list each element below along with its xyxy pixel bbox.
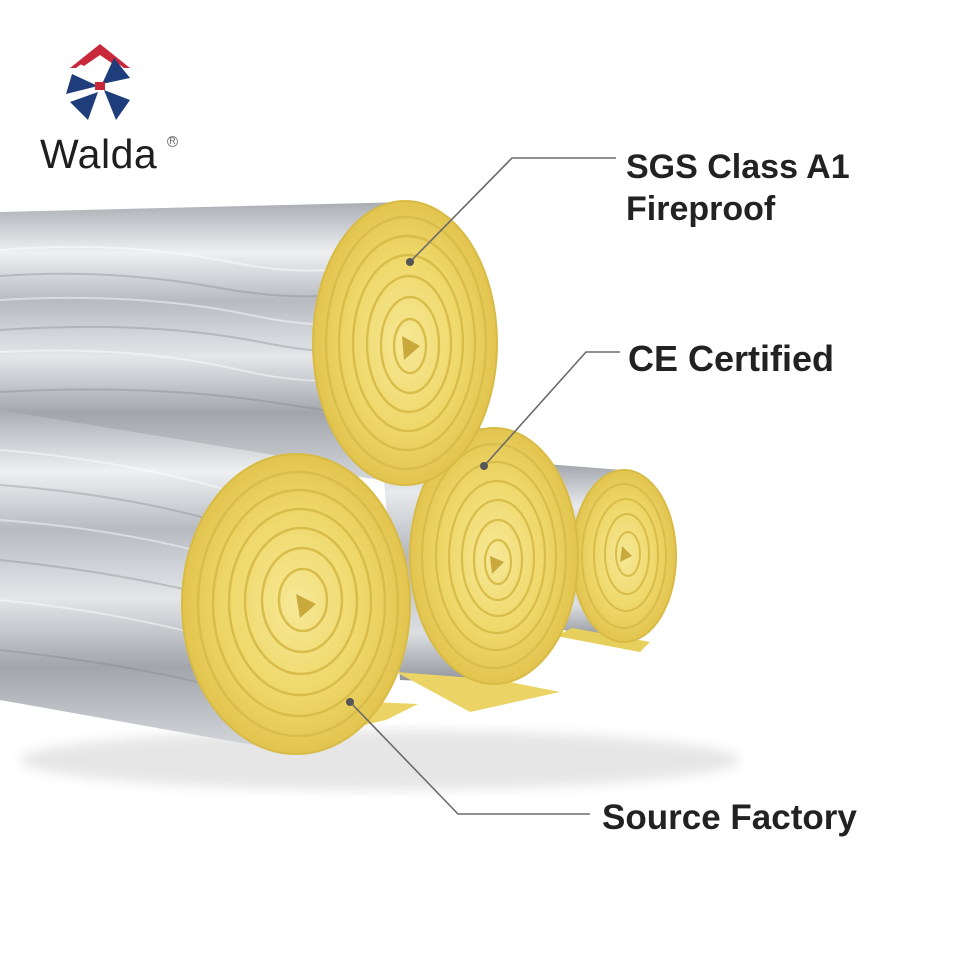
leader-line-ce [483,351,620,467]
callout-ce-certified: CE Certified [628,337,834,380]
callout-sgs-line-2: Fireproof [626,190,776,228]
callout-source-line-1: Source Factory [602,798,857,837]
callout-sgs-class-a1: SGS Class A1 Fireproof [626,146,850,230]
roll-top [0,200,498,486]
leader-dot-sgs [406,258,414,266]
leader-lines [349,157,620,815]
callout-source-factory: Source Factory [602,797,857,839]
registered-mark: R [167,136,178,147]
walda-house-pinwheel-logo-icon [66,44,130,120]
callout-sgs-line-1: SGS Class A1 [626,148,850,186]
roll-front [0,410,418,755]
callout-ce-line-1: CE Certified [628,338,835,379]
leader-line-source [349,701,590,815]
leader-dot-ce [480,462,488,470]
floor-shadow [20,730,740,790]
leader-line-sgs [409,157,616,263]
leader-dot-source [346,698,354,706]
brand-name: Walda [40,131,158,177]
brand-logo-block: Walda R [36,34,196,184]
